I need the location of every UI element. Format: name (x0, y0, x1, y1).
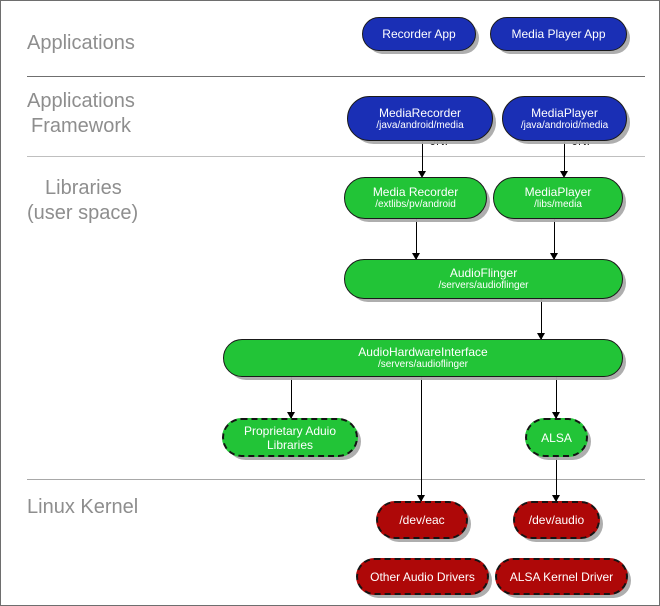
connector-audioflinger-audiohardwareinterface (541, 299, 542, 339)
connector-ahi-dev-eac (421, 376, 422, 501)
arrowhead-mediarecorder-jni (418, 171, 426, 178)
section-label-libraries-line2: (user space) (27, 202, 139, 224)
connector-mediarecorder-jni (422, 141, 423, 175)
node-media-recorder-library[interactable]: Media Recorder /extlibs/pv/android (344, 177, 487, 219)
node-alsa-kernel-driver[interactable]: ALSA Kernel Driver (495, 558, 628, 595)
node-media-player-app[interactable]: Media Player App (490, 17, 627, 51)
node-audiohardwareinterface[interactable]: AudioHardwareInterface /servers/audiofli… (223, 339, 623, 377)
node-media-recorder-library-path: /extlibs/pv/android (375, 199, 456, 210)
connector-mediaplayer-audioflinger (554, 219, 555, 259)
node-dev-audio[interactable]: /dev/audio (513, 501, 600, 539)
node-mediarecorder-framework-title: MediaRecorder (378, 105, 462, 120)
node-media-player-app-title: Media Player App (511, 27, 606, 41)
node-alsa[interactable]: ALSA (525, 418, 588, 457)
node-mediaplayer-framework-title: MediaPlayer (531, 105, 598, 120)
node-mediarecorder-framework-path: /java/android/media (376, 119, 464, 131)
arrowhead-mediarecorder-audioflinger (412, 253, 420, 260)
node-recorder-app[interactable]: Recorder App (362, 17, 476, 51)
node-audioflinger-path: /servers/audioflinger (438, 280, 529, 291)
node-recorder-app-title: Recorder App (382, 27, 456, 41)
connector-ahi-proprietary (291, 376, 292, 418)
arrowhead-ahi-dev-eac (417, 495, 425, 502)
node-media-recorder-library-title: Media Recorder (372, 185, 459, 199)
node-proprietary-audio-libraries[interactable]: Proprietary Aduio Libraries (222, 418, 358, 457)
node-audiohardwareinterface-path: /servers/audioflinger (377, 359, 469, 370)
node-dev-audio-title: /dev/audio (528, 513, 585, 527)
section-label-applications: Applications (27, 32, 135, 54)
node-audioflinger[interactable]: AudioFlinger /servers/audioflinger (344, 259, 623, 299)
node-mediaplayer-library[interactable]: MediaPlayer /libs/media (493, 177, 623, 219)
node-audiohardwareinterface-title: AudioHardwareInterface (358, 345, 488, 359)
section-label-libraries-line1: Libraries (45, 177, 122, 199)
divider-framework (27, 156, 645, 157)
node-dev-eac-title: /dev/eac (399, 513, 445, 527)
node-mediaplayer-framework-path: /java/android/media (520, 119, 609, 131)
connector-ahi-alsa (556, 376, 557, 418)
node-alsa-title: ALSA (541, 430, 572, 445)
arrowhead-audioflinger-audiohardwareinterface (537, 333, 545, 340)
connector-alsa-dev-audio (556, 457, 557, 501)
arrowhead-ahi-proprietary (287, 412, 295, 419)
node-mediaplayer-library-title: MediaPlayer (524, 185, 592, 199)
node-other-audio-drivers-title: Other Audio Drivers (370, 569, 475, 584)
arrowhead-alsa-dev-audio (552, 495, 560, 502)
connector-mediaplayer-jni (564, 141, 565, 175)
arrowhead-mediaplayer-jni (560, 171, 568, 178)
node-mediaplayer-framework[interactable]: MediaPlayer /java/android/media (502, 96, 627, 141)
node-proprietary-audio-libraries-title-line2: Libraries (266, 437, 314, 452)
divider-applications (27, 76, 645, 77)
connector-mediarecorder-audioflinger (416, 219, 417, 259)
section-label-applications-framework-line2: Framework (31, 115, 132, 137)
node-mediaplayer-library-path: /libs/media (534, 199, 582, 210)
node-mediarecorder-framework[interactable]: MediaRecorder /java/android/media (347, 96, 493, 141)
node-other-audio-drivers[interactable]: Other Audio Drivers (356, 558, 489, 595)
node-alsa-kernel-driver-title: ALSA Kernel Driver (509, 569, 614, 584)
divider-kernel (27, 479, 645, 480)
section-label-linux-kernel: Linux Kernel (27, 496, 139, 518)
arrowhead-mediaplayer-audioflinger (550, 253, 558, 260)
section-label-applications-framework-line1: Applications (27, 90, 135, 112)
node-audioflinger-title: AudioFlinger (449, 266, 518, 280)
node-dev-eac[interactable]: /dev/eac (376, 501, 468, 539)
node-proprietary-audio-libraries-title-line1: Proprietary Aduio (243, 423, 337, 438)
arrowhead-ahi-alsa (552, 412, 560, 419)
